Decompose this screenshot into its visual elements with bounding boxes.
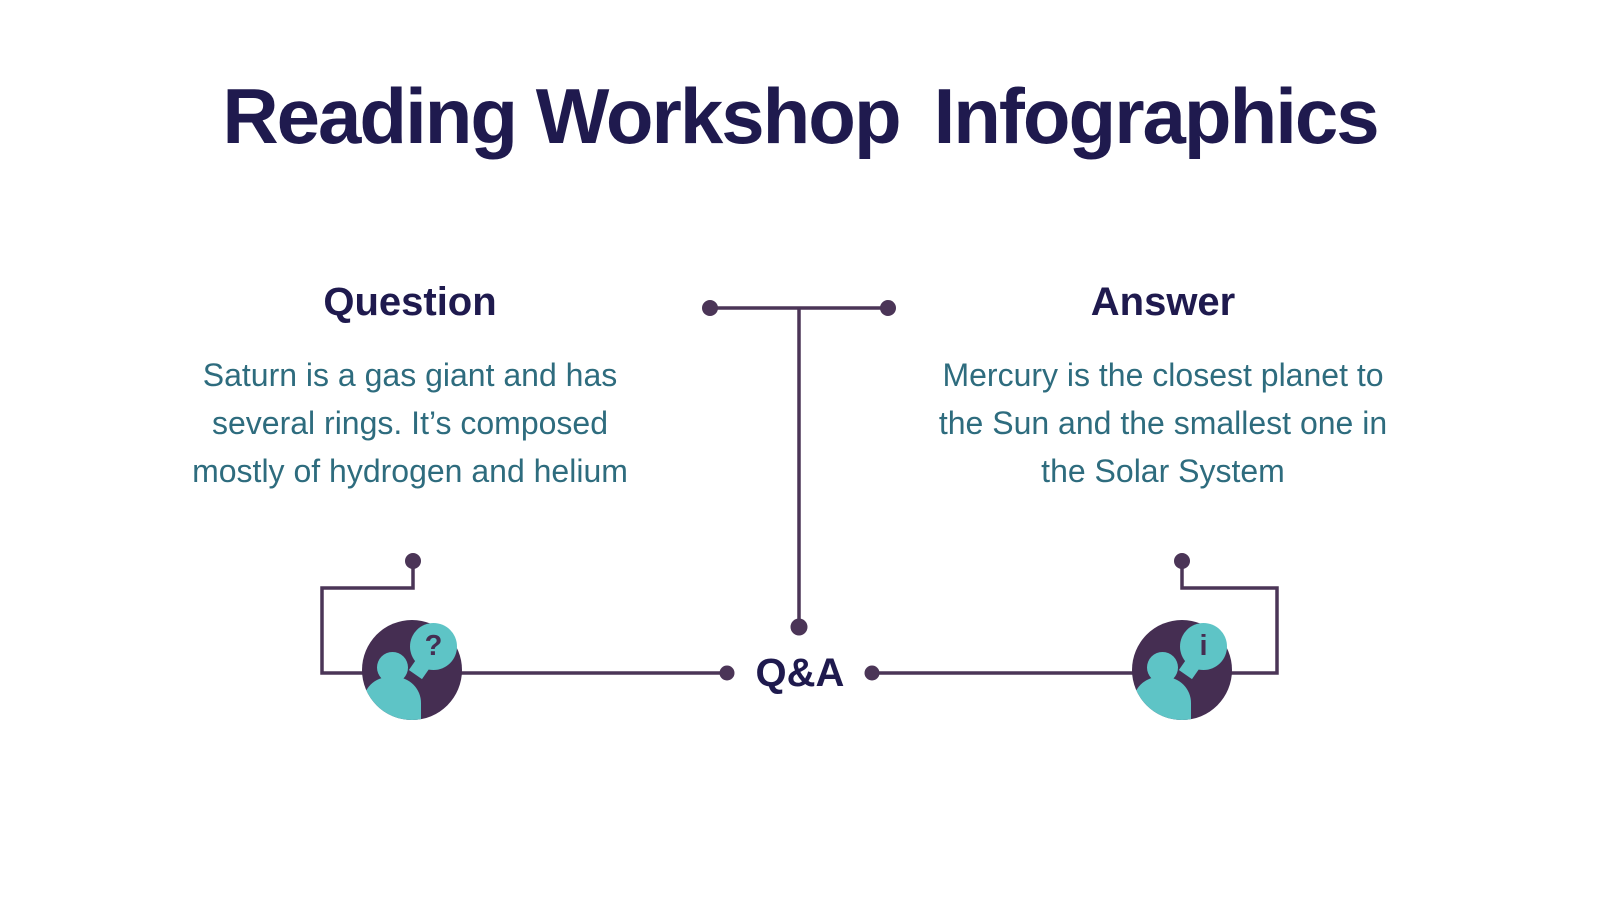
question-mark-glyph: ? — [424, 630, 443, 662]
person-info-icon: i — [1132, 620, 1232, 720]
qa-left-dot — [719, 665, 735, 681]
qa-right-dot — [864, 665, 880, 681]
question-mark-bubble-icon: ? — [410, 623, 457, 670]
answer-text: Mercury is the closest planet to the Sun… — [848, 351, 1478, 495]
answer-text-line: the Sun and the smallest one in — [938, 405, 1388, 441]
question-text-line: several rings. It’s composed — [211, 405, 609, 441]
page-title: Reading Workshop Infographics — [0, 66, 1600, 167]
connector-dot-left-top — [702, 300, 718, 316]
answer-heading: Answer — [1090, 280, 1236, 324]
person-body — [1133, 677, 1191, 720]
person-body — [363, 677, 421, 720]
person-question-icon: ? — [362, 620, 462, 720]
info-bubble-icon: i — [1180, 623, 1227, 670]
question-text-line: Saturn is a gas giant and has — [202, 357, 618, 393]
title-part-2: Infographics — [933, 72, 1380, 160]
answer-text-line: the Solar System — [1041, 453, 1285, 489]
info-glyph: i — [1199, 630, 1208, 662]
question-heading: Question — [323, 280, 497, 324]
answer-elbow-dot — [1174, 553, 1190, 569]
answer-text-line: Mercury is the closest planet to — [942, 357, 1384, 393]
connector-dot-right-top — [880, 300, 896, 316]
qa-label: Q&A — [755, 651, 845, 695]
title-part-1: Reading Workshop — [222, 72, 901, 160]
question-text: Saturn is a gas giant and has several ri… — [95, 351, 725, 495]
question-elbow-dot — [405, 553, 421, 569]
connector-dot-center-bottom — [790, 618, 808, 636]
question-text-line: mostly of hydrogen and helium — [192, 453, 628, 489]
